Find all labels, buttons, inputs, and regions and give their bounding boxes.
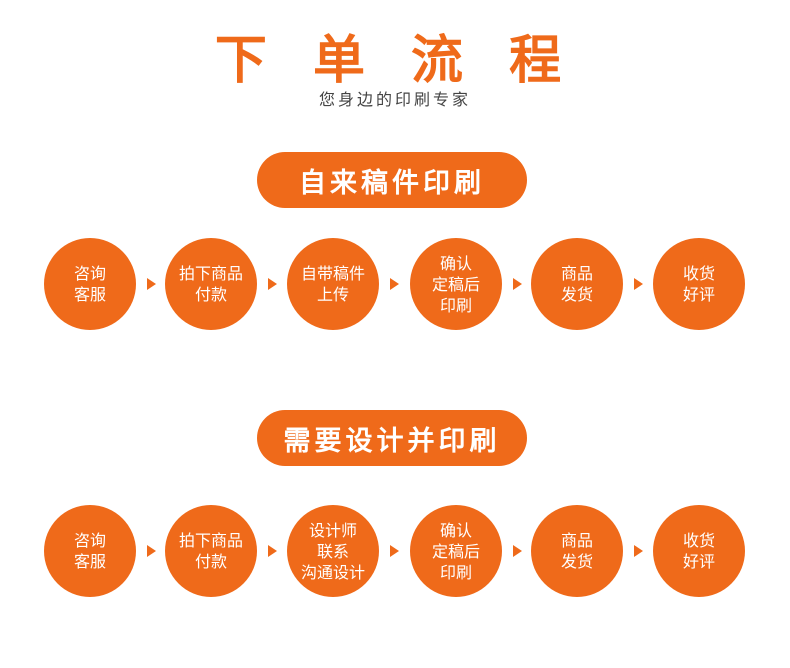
arrow-right-icon bbox=[513, 545, 522, 557]
step-consult: 咨询 客服 bbox=[44, 505, 136, 597]
process-row-design: 咨询 客服 拍下商品 付款 设计师 联系 沟通设计 确认 定稿后 印刷 商品 发… bbox=[0, 505, 790, 597]
section-label-self-supplied: 自来稿件印刷 bbox=[257, 152, 527, 208]
section-label-design: 需要设计并印刷 bbox=[257, 410, 527, 466]
arrow-right-icon bbox=[634, 545, 643, 557]
step-order-pay: 拍下商品 付款 bbox=[165, 505, 257, 597]
arrow-right-icon bbox=[390, 278, 399, 290]
page-subtitle: 您身边的印刷专家 bbox=[318, 90, 471, 109]
step-confirm-print: 确认 定稿后 印刷 bbox=[410, 238, 502, 330]
arrow-right-icon bbox=[513, 278, 522, 290]
step-designer-contact: 设计师 联系 沟通设计 bbox=[287, 505, 379, 597]
arrow-right-icon bbox=[268, 278, 277, 290]
arrow-right-icon bbox=[268, 545, 277, 557]
arrow-right-icon bbox=[147, 545, 156, 557]
process-row-self-supplied: 咨询 客服 拍下商品 付款 自带稿件 上传 确认 定稿后 印刷 商品 发货 收货… bbox=[0, 238, 790, 330]
step-ship: 商品 发货 bbox=[531, 505, 623, 597]
page-title: 下 单 流 程 bbox=[214, 31, 576, 91]
step-ship: 商品 发货 bbox=[531, 238, 623, 330]
arrow-right-icon bbox=[390, 545, 399, 557]
step-confirm-print: 确认 定稿后 印刷 bbox=[410, 505, 502, 597]
step-upload: 自带稿件 上传 bbox=[287, 238, 379, 330]
step-consult: 咨询 客服 bbox=[44, 238, 136, 330]
arrow-right-icon bbox=[634, 278, 643, 290]
step-review: 收货 好评 bbox=[653, 505, 745, 597]
arrow-right-icon bbox=[147, 278, 156, 290]
step-order-pay: 拍下商品 付款 bbox=[165, 238, 257, 330]
step-review: 收货 好评 bbox=[653, 238, 745, 330]
